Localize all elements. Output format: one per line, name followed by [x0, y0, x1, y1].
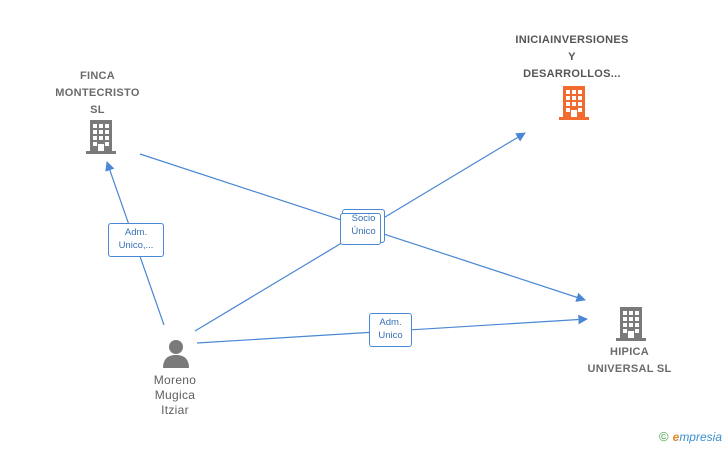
brand-name: empresia: [673, 430, 722, 444]
hipica-label-line: UNIVERSAL SL: [587, 363, 672, 375]
brand-first-letter: e: [672, 429, 680, 444]
building-icon[interactable]: [614, 305, 648, 341]
person-label-line: Moreno: [153, 373, 197, 387]
brand-watermark: © empresia: [659, 429, 722, 444]
inicia-label-line: DESARROLLOS...: [523, 68, 621, 80]
edge-label-line: Adm.: [124, 227, 148, 238]
person-label-line: Mugica: [154, 388, 196, 402]
person-icon[interactable]: [160, 337, 192, 369]
person-label: Moreno Mugica Itziar: [130, 373, 220, 418]
edge-label-line: Unico,...: [118, 240, 154, 251]
edge-label-line: Único: [351, 226, 376, 237]
finca-label-line: FINCA: [79, 70, 116, 82]
finca-label-line: SL: [90, 104, 105, 116]
inicia-label: INICIAINVERSIONES Y DESARROLLOS...: [497, 32, 647, 83]
edge-label-line: Unico: [378, 330, 403, 341]
edge-label-adm-unico-hipica[interactable]: Adm. Unico: [369, 313, 412, 347]
building-icon[interactable]: [84, 118, 118, 154]
finca-label: FINCA MONTECRISTO SL: [40, 68, 155, 119]
edge-label-line: Adm.: [379, 317, 402, 328]
hipica-label: HIPICA UNIVERSAL SL: [572, 344, 687, 378]
edge-label-line: Socio: [351, 213, 376, 224]
building-icon[interactable]: [557, 84, 591, 120]
copyright-icon: ©: [659, 429, 669, 444]
edge-label-adm-unico-finca[interactable]: Adm. Unico,...: [108, 223, 164, 257]
brand-rest: mpresia: [679, 429, 722, 444]
finca-label-line: MONTECRISTO: [55, 87, 140, 99]
person-label-line: Itziar: [161, 403, 189, 417]
edge-label-socio-unico[interactable]: Socio Único: [340, 209, 385, 245]
inicia-label-line: Y: [568, 51, 576, 63]
inicia-label-line: INICIAINVERSIONES: [515, 34, 629, 46]
hipica-label-line: HIPICA: [609, 346, 650, 358]
